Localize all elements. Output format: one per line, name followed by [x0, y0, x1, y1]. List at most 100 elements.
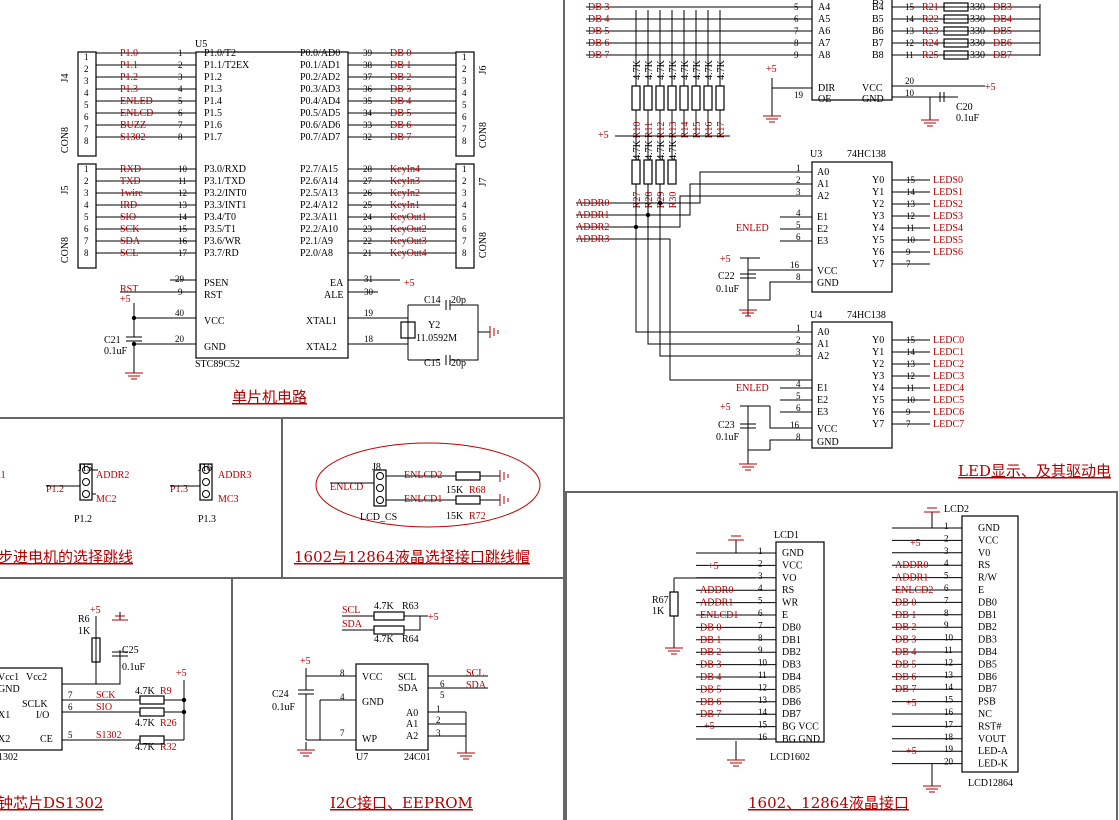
- net-label: RXD: [120, 164, 141, 175]
- label: SCLK: [22, 699, 48, 710]
- pin-name: LED-K: [978, 759, 1009, 770]
- label: 0.1uF: [104, 346, 128, 357]
- pin-name: P3.1/TXD: [204, 176, 245, 187]
- net-label: P1.3: [120, 84, 138, 95]
- pin-number: 6: [944, 583, 949, 593]
- label: WP: [362, 734, 377, 745]
- pin-number: 15: [944, 695, 954, 705]
- pin-number: 13: [758, 695, 768, 705]
- wire: [612, 171, 812, 204]
- pin-number: 12: [944, 657, 953, 667]
- pin-number: 8: [794, 38, 799, 48]
- connector-pin-number: 2: [462, 176, 467, 186]
- connector-pin-number: 4: [84, 200, 89, 210]
- label: 20p: [451, 358, 466, 369]
- label: 13: [906, 199, 916, 209]
- net-label: ADDR0: [700, 585, 733, 596]
- pin-name: RS: [978, 560, 990, 571]
- pin-name: P3.0/RXD: [204, 164, 246, 175]
- label: 7: [340, 728, 345, 738]
- resistor-icon: [943, 38, 969, 48]
- label: 74HC138: [847, 310, 886, 321]
- label: PSEN: [204, 278, 228, 289]
- pin-number: 10: [944, 633, 954, 643]
- label: A1: [406, 719, 418, 730]
- label: 1302: [0, 752, 18, 763]
- pin-name: R/W: [978, 573, 997, 584]
- resistor-value: 4.7K: [704, 59, 715, 80]
- net-label: LEDC3: [933, 371, 964, 382]
- pin-number: 7: [944, 595, 949, 605]
- pin-name: DB6: [782, 697, 801, 708]
- net-label: ENLCD2: [404, 470, 442, 481]
- resistor-ref: R15: [692, 122, 703, 139]
- net-label: SDA: [342, 619, 363, 630]
- net-label: DB 3: [895, 635, 916, 646]
- label: Y4: [872, 383, 884, 394]
- label: Y1: [872, 187, 884, 198]
- pin-number: 16: [178, 236, 188, 246]
- pin-number: 18: [944, 732, 954, 742]
- junction-dot: [181, 697, 187, 703]
- junction-dot: [657, 200, 663, 206]
- net-label: KeyIn4: [390, 164, 420, 175]
- net-label: DB6: [993, 38, 1012, 49]
- label: SDA: [398, 683, 419, 694]
- pin-name: A5: [818, 14, 830, 25]
- label: U5: [195, 39, 207, 50]
- label: 10: [906, 235, 916, 245]
- jumper-pin-icon: [202, 466, 210, 474]
- label: X2: [0, 734, 10, 745]
- label: Y2: [872, 199, 884, 210]
- net-label: 1wire: [120, 188, 143, 199]
- wire: [748, 281, 812, 301]
- net-label: DB3: [993, 2, 1012, 13]
- junction-dot: [131, 341, 137, 347]
- label: VCC: [204, 316, 225, 327]
- label: STC89C52: [195, 359, 240, 370]
- jumper-j16: [199, 463, 213, 501]
- pin-number: 3: [944, 546, 949, 556]
- label: 9: [906, 247, 911, 257]
- label: 3: [796, 187, 801, 197]
- connector-pin-number: 3: [462, 76, 467, 86]
- net-label: IRD: [120, 200, 137, 211]
- pin-name: P2.3/A11: [300, 212, 338, 223]
- pin-number: 12: [758, 682, 767, 692]
- label: 3: [796, 347, 801, 357]
- pin-number: 34: [363, 108, 373, 118]
- label: 4.7K: [135, 742, 156, 753]
- pin-number: 36: [363, 84, 373, 94]
- net-label: LEDS1: [933, 187, 963, 198]
- label: +5: [90, 605, 101, 616]
- label: 10: [905, 88, 915, 98]
- pin-number: 12: [178, 188, 187, 198]
- connector-pin-number: 4: [462, 200, 467, 210]
- label: 15K: [446, 511, 464, 522]
- label: Y7: [872, 259, 884, 270]
- net-label: ENLED: [120, 96, 153, 107]
- jumper-j8: [373, 469, 387, 507]
- resistor-value: 4.7K: [644, 59, 655, 80]
- pin-number: 1: [944, 521, 949, 531]
- junction-dot: [181, 709, 187, 715]
- section-title: 单片机电路: [232, 388, 307, 406]
- net-label: KeyIn2: [390, 188, 420, 199]
- net-label: KeyIn3: [390, 176, 420, 187]
- pin-number: 37: [363, 72, 373, 82]
- label: J16: [198, 463, 212, 474]
- net-label: KeyOut1: [390, 212, 427, 223]
- pin-name: P2.0/A8: [300, 248, 333, 259]
- label: LCD1: [774, 530, 799, 541]
- label: 19: [364, 308, 374, 318]
- net-label: ENLED: [736, 383, 769, 394]
- connector-pin-number: 1: [462, 52, 467, 62]
- label: 8: [796, 432, 801, 442]
- label: C21: [104, 335, 121, 346]
- pin-name: V0: [978, 548, 990, 559]
- label: I/O: [36, 710, 49, 721]
- pin-number: 4: [178, 84, 183, 94]
- net-label: ADDR1: [895, 573, 928, 584]
